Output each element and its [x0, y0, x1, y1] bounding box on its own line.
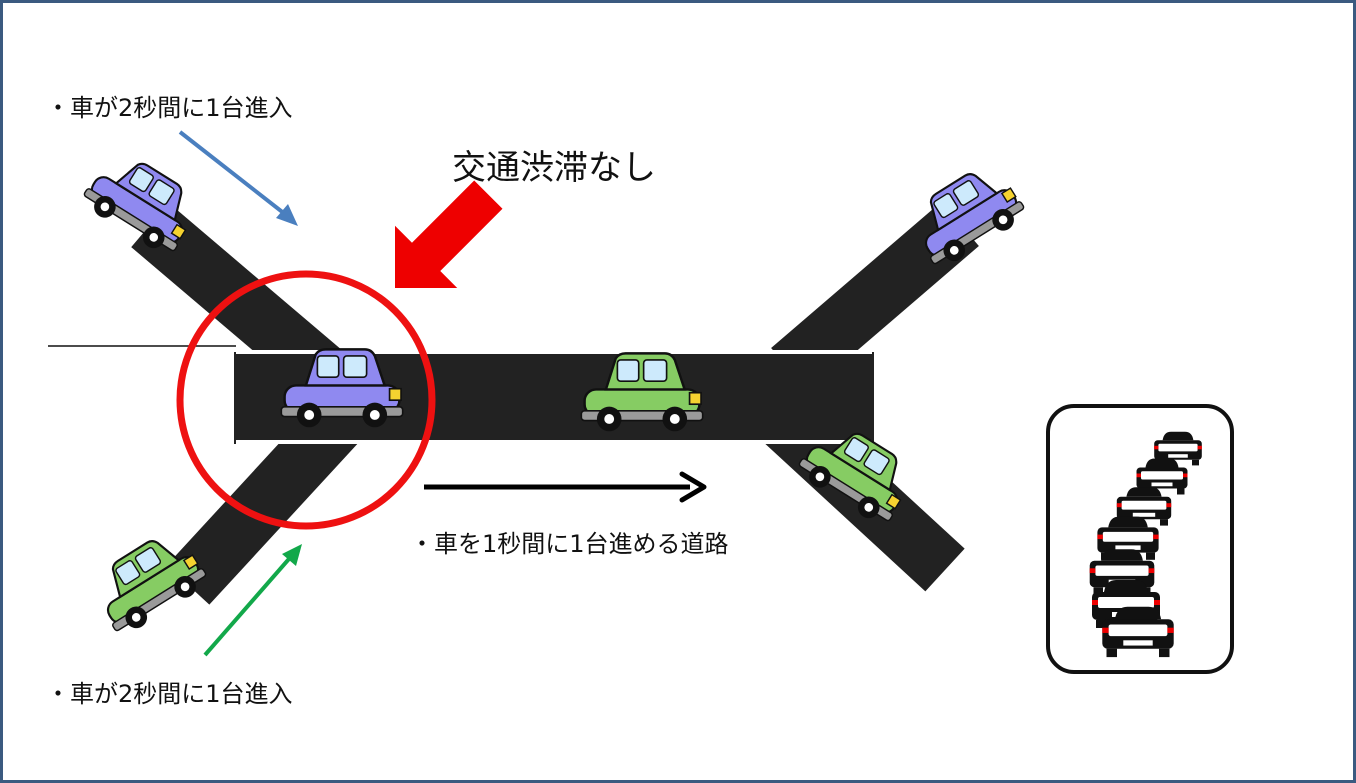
- highlight-circle: [176, 270, 436, 530]
- highlight-arrow-icon: [395, 180, 503, 288]
- arrow-bottom-icon: [203, 544, 302, 657]
- left-top-label: ・車が2秒間に1台進入: [46, 94, 293, 122]
- headline-label: 交通渋滞なし: [452, 148, 656, 188]
- traffic-jam-icon: [1046, 404, 1234, 674]
- main-road-label: ・車を1秒間に1台進める道路: [410, 530, 729, 558]
- arrow-main-icon: [424, 471, 707, 503]
- arrow-top-icon: [178, 130, 298, 226]
- left-bottom-label: ・車が2秒間に1台進入: [46, 680, 293, 708]
